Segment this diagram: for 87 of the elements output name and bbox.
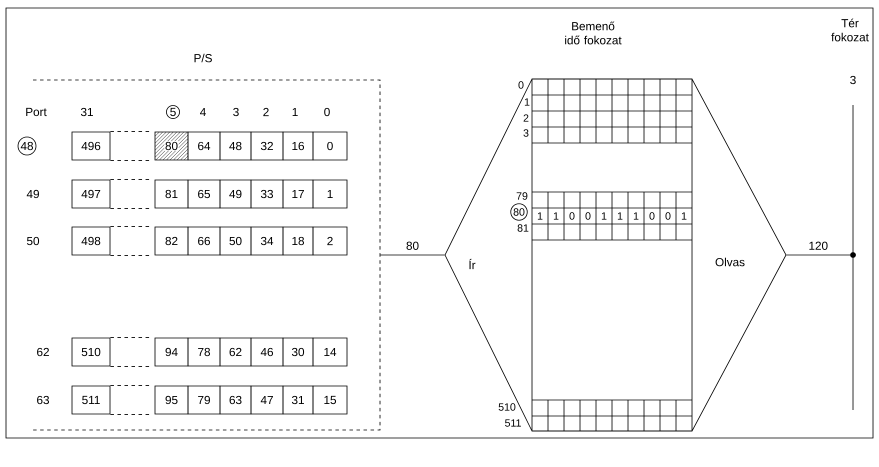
box-title: P/S	[194, 54, 212, 62]
edge-label: 120	[807, 240, 830, 252]
cell: 81	[154, 180, 188, 208]
stage-number: 3	[850, 76, 856, 84]
cell: 510	[72, 338, 110, 366]
cell: 18	[282, 226, 314, 256]
row-number: 510	[498, 403, 516, 411]
connector-line	[110, 255, 152, 256]
bit-value: 1	[538, 212, 542, 220]
switch-label: Ír	[469, 258, 476, 270]
row-number: 2	[524, 114, 528, 122]
cell: 82	[154, 226, 188, 256]
cell: 31	[282, 386, 314, 414]
bit-value: 1	[602, 212, 606, 220]
port-number: 62	[37, 348, 49, 356]
column-header: 3	[233, 108, 239, 116]
cell: 95	[154, 386, 188, 414]
cell: 496	[72, 132, 110, 160]
circled-number: 48	[18, 136, 36, 156]
bit-value: 0	[569, 212, 575, 220]
connector-line	[110, 160, 152, 161]
bit-value: 0	[585, 212, 591, 220]
port-number: 50	[26, 236, 40, 246]
cell: 62	[220, 338, 252, 366]
bit-value: 1	[618, 212, 622, 220]
cell: 0	[312, 132, 348, 160]
cell: 50	[220, 226, 252, 256]
circled-number: 80	[510, 203, 528, 221]
cell: 94	[154, 338, 188, 366]
bit-value: 1	[682, 212, 686, 220]
row-number: 3	[523, 129, 528, 137]
column-header: 0	[324, 108, 330, 116]
circled-number: 5	[166, 105, 180, 119]
cell: 34	[250, 226, 284, 256]
connector-line	[110, 385, 152, 386]
hatched-cell: 80	[154, 132, 188, 160]
cell: 30	[282, 338, 314, 366]
cell: 46	[250, 338, 284, 366]
column-header: Port	[26, 108, 47, 116]
column-header: 1	[292, 108, 298, 116]
cell: 15	[312, 386, 348, 414]
cell: 63	[220, 386, 252, 414]
cell: 65	[188, 180, 220, 208]
cell: 497	[72, 180, 110, 208]
connector-line	[110, 131, 152, 132]
cell: 16	[282, 132, 314, 160]
cell: 1	[312, 180, 348, 208]
edge-label: 80	[404, 240, 420, 252]
column-header: 2	[263, 108, 269, 116]
bit-value: 1	[554, 212, 558, 220]
row-number: 81	[518, 224, 528, 232]
connector-line	[110, 414, 152, 415]
cell: 17	[282, 180, 314, 208]
bit-value: 0	[665, 212, 671, 220]
cell: 498	[72, 226, 110, 256]
connector-line	[110, 226, 152, 227]
switch-label: Olvas	[716, 258, 745, 266]
connector-line	[110, 179, 152, 180]
connector-line	[380, 254, 445, 256]
grid-heading: Bemenő idő fokozat	[565, 22, 622, 44]
cell: 511	[72, 386, 110, 414]
row-number: 0	[518, 81, 524, 89]
cell: 47	[250, 386, 284, 414]
cell: 78	[188, 338, 220, 366]
cell: 64	[188, 132, 220, 160]
row-number: 1	[524, 98, 530, 106]
port-number: 49	[26, 190, 39, 198]
column-header: 4	[200, 108, 206, 116]
bit-value: 0	[649, 212, 655, 220]
cell: 48	[220, 132, 252, 160]
port-number: 63	[37, 396, 50, 404]
connector-line	[786, 254, 850, 256]
cell: 79	[188, 386, 220, 414]
stage-heading: Tér fokozat	[831, 18, 869, 42]
cell: 49	[220, 180, 252, 208]
connector-line	[110, 208, 152, 209]
row-number: 79	[516, 192, 528, 200]
row-number: 511	[505, 419, 521, 427]
cell: 33	[250, 180, 284, 208]
cell: 66	[188, 226, 220, 256]
cell: 14	[312, 338, 348, 366]
cell: 32	[250, 132, 284, 160]
connector-line	[110, 337, 152, 338]
bit-value: 1	[634, 212, 638, 220]
connector-line	[110, 366, 152, 367]
cell: 2	[312, 226, 348, 256]
column-header: 31	[80, 108, 93, 116]
